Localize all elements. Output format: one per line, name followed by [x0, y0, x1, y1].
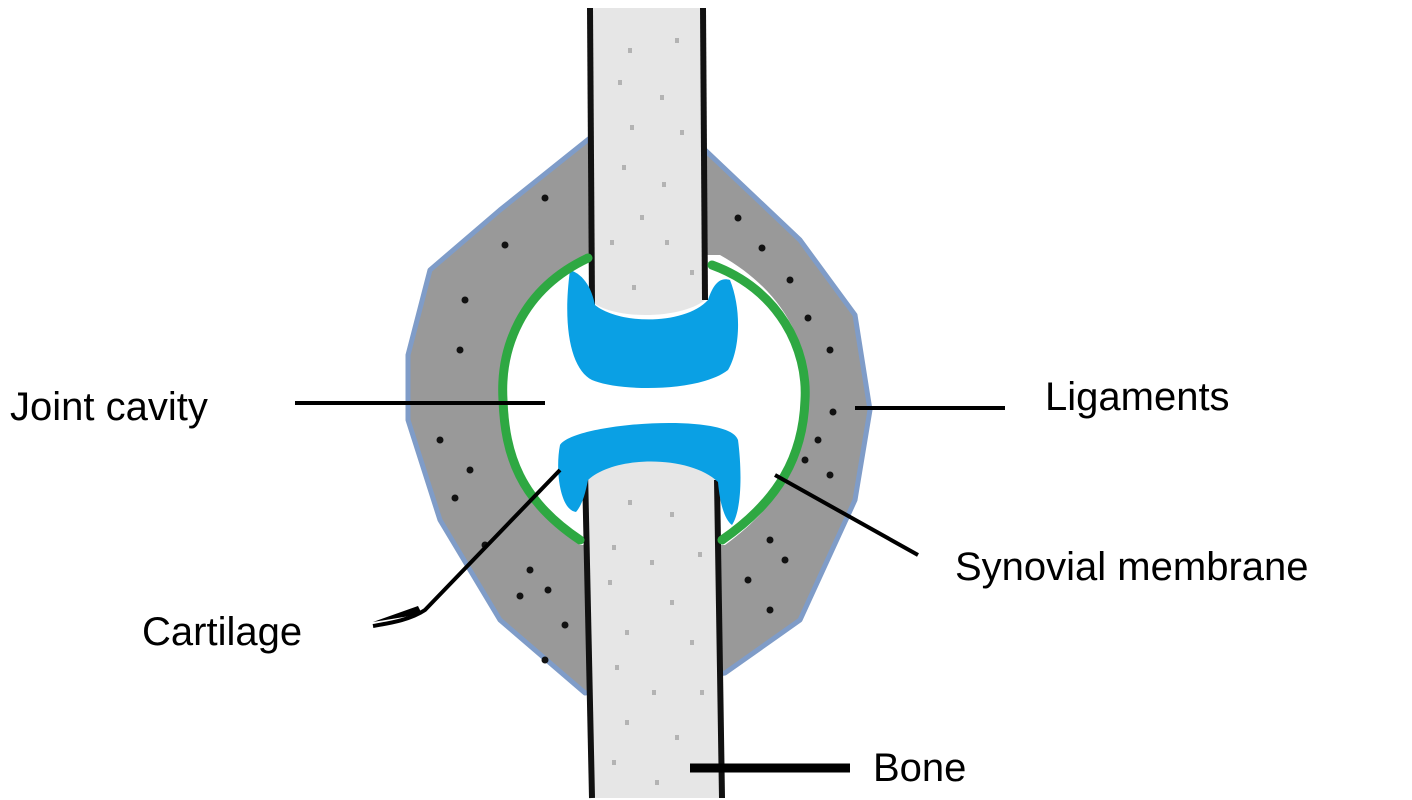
bone-speckle — [630, 125, 634, 130]
upper-bone — [590, 8, 705, 315]
ligament-dot — [542, 657, 549, 664]
ligament-dot — [437, 437, 444, 444]
bone-speckle — [608, 580, 612, 585]
ligament-dot — [517, 593, 524, 600]
bone-speckle — [632, 285, 636, 290]
bone-speckle — [628, 48, 632, 53]
label-ligaments: Ligaments — [1045, 375, 1230, 419]
ligament-dot — [527, 567, 534, 574]
bone-speckle — [670, 512, 674, 517]
label-joint-cavity: Joint cavity — [10, 385, 208, 429]
ligament-dot — [502, 242, 509, 249]
bone-speckle — [675, 735, 679, 740]
bone-speckle — [612, 760, 616, 765]
ligament-dot — [805, 315, 812, 322]
ligament-dot — [735, 215, 742, 222]
bone-speckle — [650, 560, 654, 565]
ligament-dot — [542, 195, 549, 202]
ligament-dot — [545, 587, 552, 594]
ligament-dot — [767, 607, 774, 614]
bone-speckle — [690, 270, 694, 275]
bone-speckle — [660, 95, 664, 100]
bone-speckle — [625, 630, 629, 635]
ligament-dot — [562, 622, 569, 629]
bone-speckle — [610, 240, 614, 245]
label-cartilage: Cartilage — [142, 610, 302, 654]
bone-speckle — [675, 38, 679, 43]
ligament-dot — [745, 577, 752, 584]
label-bone: Bone — [873, 746, 966, 790]
bone-speckle — [665, 240, 669, 245]
bone-speckle — [700, 690, 704, 695]
ligament-dot — [457, 347, 464, 354]
ligament-dot — [787, 277, 794, 284]
bone-speckle — [690, 640, 694, 645]
label-synovial-membrane: Synovial membrane — [955, 545, 1309, 589]
bone-speckle — [680, 130, 684, 135]
upper-bone-right-edge — [703, 8, 705, 300]
lower-bone — [585, 454, 722, 798]
ligament-dot — [467, 467, 474, 474]
bone-speckle — [652, 690, 656, 695]
ligament-dot — [759, 245, 766, 252]
bone-speckle — [622, 165, 626, 170]
bone-speckle — [655, 780, 659, 785]
ligament-dot — [802, 457, 809, 464]
bone-speckle — [640, 215, 644, 220]
bone-speckle — [612, 545, 616, 550]
bone-speckle — [628, 500, 632, 505]
ligament-dot — [767, 537, 774, 544]
ligament-dot — [782, 557, 789, 564]
ligament-dot — [815, 437, 822, 444]
ligament-dot — [452, 495, 459, 502]
ligament-dot — [830, 409, 837, 416]
bone-speckle — [615, 665, 619, 670]
bone-speckle — [625, 720, 629, 725]
bone-speckle — [698, 552, 702, 557]
ligament-dot — [827, 347, 834, 354]
bone-speckle — [670, 600, 674, 605]
bone-speckle — [618, 80, 622, 85]
ligament-dot — [827, 472, 834, 479]
bone-speckle — [662, 182, 666, 187]
ligament-dot — [462, 297, 469, 304]
